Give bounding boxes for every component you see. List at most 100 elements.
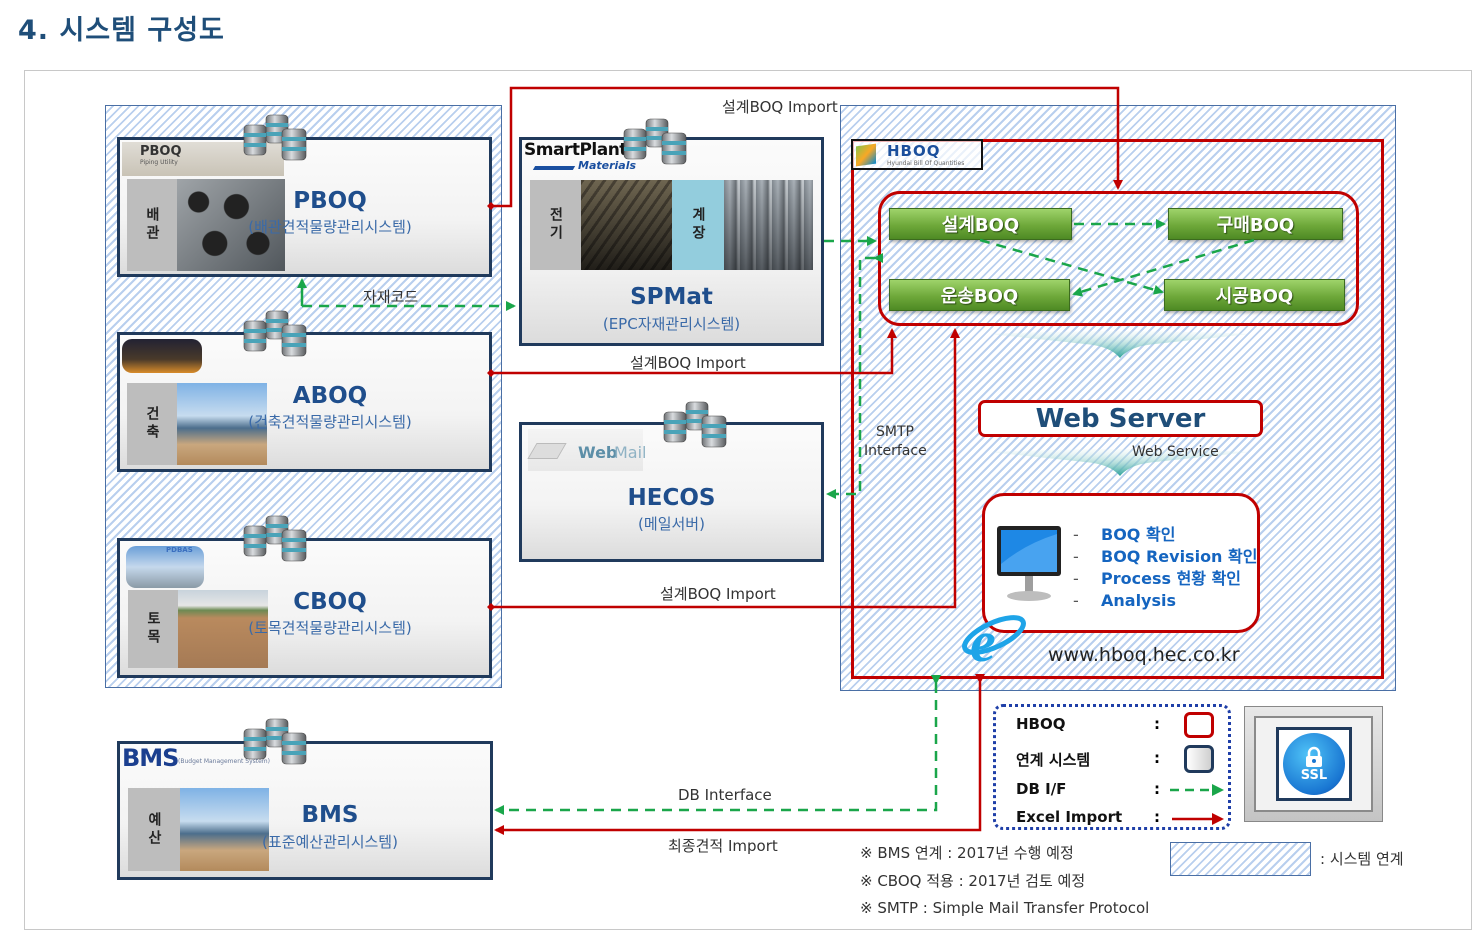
system-description: (건축견적물량관리시스템): [248, 413, 412, 431]
category-label: 전기: [547, 207, 564, 243]
legend-hboq-label: HBOQ: [1016, 715, 1066, 733]
spmat-database-icon: [622, 117, 692, 167]
legend-hboq-symbol: [1184, 712, 1214, 738]
feature-item: -Process 현황 확인: [1073, 568, 1257, 590]
category-architecture: 건축: [127, 383, 177, 465]
client-feature-box: -BOQ 확인 -BOQ Revision 확인 -Process 현황 확인 …: [982, 493, 1260, 633]
legend-excel-import-symbol: [1172, 813, 1224, 825]
category-civil: 토목: [128, 590, 178, 668]
pipes-photo: [177, 179, 285, 271]
aboq-logo-photo: [122, 339, 202, 373]
system-description: (배관견적물량관리시스템): [248, 218, 412, 236]
category-label: 예산: [146, 811, 162, 848]
design-import-label-mid: 설계BOQ Import: [630, 354, 746, 372]
ssl-panel: SSL: [1244, 706, 1383, 822]
legend-box: HBOQ : 연계 시스템 : DB I/F : Excel Import :: [993, 704, 1231, 830]
bms-logo-subtitle: (Budget Management System): [178, 758, 270, 765]
client-feature-list: -BOQ 확인 -BOQ Revision 확인 -Process 현황 확인 …: [1073, 524, 1257, 612]
webmail-logo-text: Web: [578, 443, 618, 462]
system-spmat: SmartPlant Materials 전기 계장 SPMat (EPC자재관…: [519, 137, 824, 346]
feature-item: - BOQ Revision 확인: [1073, 546, 1257, 568]
ssl-frame: SSL: [1276, 727, 1352, 801]
feature-process-status: Process 현황 확인: [1101, 569, 1242, 588]
note-cboq: ※ CBOQ 적용 : 2017년 검토 예정: [860, 871, 1086, 890]
hboq-logo: HBOQ Hyundai Bill Of Quantities: [851, 139, 983, 170]
building-photo: [177, 383, 267, 465]
bullet-dash: -: [1073, 547, 1079, 566]
legend-db-if-symbol: [1170, 784, 1224, 796]
system-name: CBOQ: [293, 589, 367, 615]
design-import-label-low: 설계BOQ Import: [660, 585, 776, 603]
system-name: ABOQ: [292, 383, 368, 409]
system-description: (토목견적물량관리시스템): [248, 619, 412, 637]
legend-hatch-label: : 시스템 연계: [1320, 850, 1404, 868]
system-name: PBOQ: [293, 188, 367, 214]
pboq-logo-text: PBOQ: [140, 144, 182, 159]
civil-site-photo: [178, 590, 268, 668]
hboq-url[interactable]: www.hboq.hec.co.kr: [1048, 644, 1240, 666]
cboq-logo: PDBAS: [126, 546, 204, 588]
bms-logo: BMS (Budget Management System): [122, 744, 282, 778]
aboq-database-icon: [242, 309, 312, 359]
feature-boq-check: BOQ 확인: [1101, 525, 1176, 544]
category-label: 건축: [144, 406, 160, 442]
hboq-cube-icon: [856, 143, 876, 167]
category-budget: 예산: [128, 788, 180, 871]
lock-icon: [1306, 746, 1322, 767]
final-import-label: 최종견적 Import: [668, 837, 778, 855]
design-import-label-top: 설계BOQ Import: [722, 98, 838, 116]
category-label: 토목: [145, 611, 161, 647]
smartplant-logo-text: SmartPlant: [524, 140, 627, 160]
legend-excel-import-label: Excel Import: [1016, 808, 1123, 826]
webmail-logo: Web Mail: [527, 429, 647, 471]
module-purchase-boq[interactable]: 구매BOQ: [1168, 208, 1343, 240]
legend-colon: :: [1154, 780, 1160, 798]
legend-linked-system-label: 연계 시스템: [1016, 751, 1091, 769]
category-electrical: 전기: [530, 180, 581, 270]
svg-text:e: e: [970, 609, 996, 671]
cable-tray-photo: [581, 180, 672, 270]
ssl-panel-inner: SSL: [1254, 716, 1373, 812]
hboq-logo-subtitle: Hyundai Bill Of Quantities: [887, 160, 965, 167]
webmail-logo-subtitle: Mail: [614, 443, 647, 462]
legend-colon: :: [1154, 749, 1160, 767]
smtp-label: SMTP: [876, 424, 914, 440]
hboq-logo-text: HBOQ: [887, 142, 941, 160]
legend-linked-system-symbol: [1184, 745, 1214, 773]
system-description: (EPC자재관리시스템): [602, 315, 741, 333]
system-name: SPMat: [630, 284, 713, 310]
ssl-lock-icon: SSL: [1283, 733, 1345, 795]
flow-arrow-to-webserver: [990, 331, 1250, 358]
bms-logo-text: BMS: [122, 744, 179, 772]
cboq-database-icon: [242, 514, 312, 564]
system-description: (메일서버): [638, 515, 705, 533]
legend-db-if-label: DB I/F: [1016, 780, 1067, 798]
feature-item: -Analysis: [1073, 590, 1257, 612]
system-description: (표준예산관리시스템): [262, 833, 398, 851]
category-instrumentation: 계장: [672, 180, 724, 270]
hecos-database-icon: [662, 400, 732, 450]
valves-photo: [724, 180, 813, 270]
logo-swoosh: [532, 166, 576, 170]
db-interface-label: DB Interface: [678, 786, 772, 804]
system-name: BMS: [301, 802, 359, 828]
material-code-label: 자재코드: [363, 288, 419, 306]
cboq-logo-text: PDBAS: [166, 546, 193, 554]
legend-colon: :: [1154, 808, 1160, 826]
legend-colon: :: [1154, 715, 1160, 733]
envelope-icon: [527, 443, 567, 459]
pboq-database-icon: [242, 113, 312, 163]
web-server-box: Web Server: [978, 400, 1263, 437]
system-name: HECOS: [627, 485, 716, 511]
page-title: 4. 시스템 구성도: [18, 15, 225, 46]
flow-arrow-to-client: [990, 449, 1250, 476]
feature-boq-revision: BOQ Revision 확인: [1101, 547, 1258, 566]
bullet-dash: -: [1073, 591, 1079, 610]
pboq-logo-subtitle: Piping Utility: [140, 159, 178, 166]
system-bms: BMS (Budget Management System) 예산 BMS (표…: [117, 741, 493, 880]
module-design-boq[interactable]: 설계BOQ: [889, 208, 1072, 240]
module-transport-boq[interactable]: 운송BOQ: [889, 279, 1070, 311]
category-label: 계장: [690, 207, 706, 243]
system-cboq: PDBAS 토목 CBOQ (토목견적물량관리시스템): [117, 538, 492, 678]
module-construction-boq[interactable]: 시공BOQ: [1164, 279, 1345, 311]
